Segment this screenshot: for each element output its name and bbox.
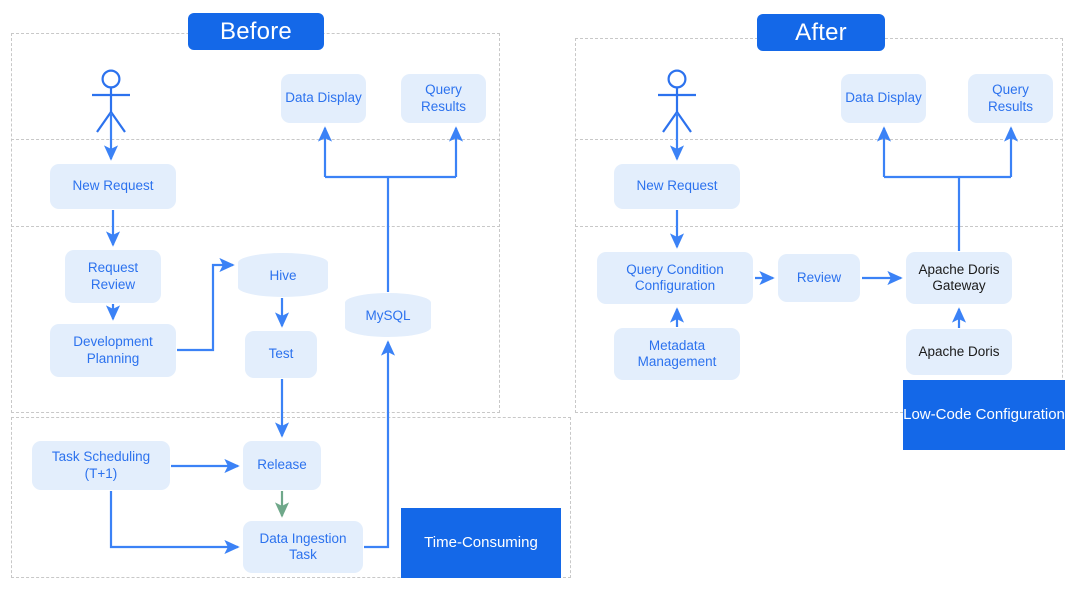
before-node-data-ingestion-task: Data Ingestion Task bbox=[243, 521, 363, 573]
before-task-scheduling-label-line1: Task Scheduling bbox=[51, 449, 151, 465]
before-node-new-request: New Request bbox=[50, 164, 176, 209]
before-development-planning-label: Development Planning bbox=[73, 334, 153, 366]
mysql-cylinder-body bbox=[345, 293, 431, 337]
before-title-badge: Before bbox=[188, 13, 324, 50]
after-review-label: Review bbox=[796, 269, 842, 285]
before-node-task-scheduling: Task Scheduling (T+1) bbox=[32, 441, 170, 490]
before-release-label: Release bbox=[257, 457, 307, 473]
before-test-label: Test bbox=[268, 346, 294, 362]
after-node-review: Review bbox=[778, 254, 860, 302]
before-node-data-display: Data Display bbox=[281, 74, 366, 123]
before-node-development-planning: Development Planning bbox=[50, 324, 176, 377]
before-node-mysql: MySQL bbox=[345, 293, 431, 337]
after-doris-gateway-label-line1: Apache Doris bbox=[918, 261, 1000, 277]
before-title-text: Before bbox=[220, 17, 292, 45]
before-hive-label: Hive bbox=[269, 267, 297, 283]
after-query-condition-label-line2: Configuration bbox=[634, 278, 716, 293]
after-node-query-condition-configuration: Query Condition Configuration bbox=[597, 252, 753, 304]
after-metadata-label-line2: Management bbox=[637, 354, 717, 369]
before-data-ingestion-label-line2: Task bbox=[289, 547, 317, 562]
before-request-review-label: Request Review bbox=[87, 260, 139, 292]
after-node-new-request: New Request bbox=[614, 164, 740, 209]
before-node-test: Test bbox=[245, 331, 317, 378]
time-consuming-label: Time-Consuming bbox=[424, 534, 538, 552]
before-data-ingestion-label-line1: Data Ingestion bbox=[259, 530, 347, 546]
after-node-data-display: Data Display bbox=[841, 74, 926, 123]
before-node-request-review: Request Review bbox=[65, 250, 161, 303]
before-data-display-label: Data Display bbox=[285, 90, 362, 106]
hive-cylinder-body bbox=[238, 253, 328, 297]
before-new-request-label: New Request bbox=[72, 178, 154, 194]
after-node-query-results: Query Results bbox=[968, 74, 1053, 123]
after-metadata-label-line1: Metadata bbox=[648, 337, 706, 353]
after-query-condition-label-line1: Query Condition bbox=[626, 261, 724, 277]
before-panel-lower-container bbox=[11, 417, 571, 578]
after-title-badge: After bbox=[757, 14, 885, 51]
after-divider-2 bbox=[575, 226, 1063, 227]
after-flag-low-code-configuration: Low-Code Configuration bbox=[903, 380, 1065, 450]
before-divider-2 bbox=[11, 226, 500, 227]
before-flag-time-consuming: Time-Consuming bbox=[401, 508, 561, 578]
after-divider-1 bbox=[575, 139, 1063, 140]
after-node-apache-doris: Apache Doris bbox=[906, 329, 1012, 375]
before-node-hive: Hive bbox=[238, 253, 328, 297]
low-code-label-line1: Low-Code Configuration bbox=[903, 406, 1065, 424]
before-query-results-label: Query Results bbox=[420, 82, 466, 114]
before-divider-1 bbox=[11, 139, 500, 140]
after-node-metadata-management: Metadata Management bbox=[614, 328, 740, 380]
after-doris-label: Apache Doris bbox=[918, 343, 1000, 359]
before-mysql-label: MySQL bbox=[365, 307, 411, 323]
after-query-results-label: Query Results bbox=[987, 82, 1033, 114]
after-node-apache-doris-gateway: Apache Doris Gateway bbox=[906, 252, 1012, 304]
after-doris-gateway-label-line2: Gateway bbox=[932, 278, 986, 293]
after-title-text: After bbox=[795, 18, 847, 46]
after-data-display-label: Data Display bbox=[845, 90, 922, 106]
before-task-scheduling-label-line2: (T+1) bbox=[84, 465, 118, 481]
after-new-request-label: New Request bbox=[636, 178, 718, 194]
before-node-query-results: Query Results bbox=[401, 74, 486, 123]
before-node-release: Release bbox=[243, 441, 321, 490]
